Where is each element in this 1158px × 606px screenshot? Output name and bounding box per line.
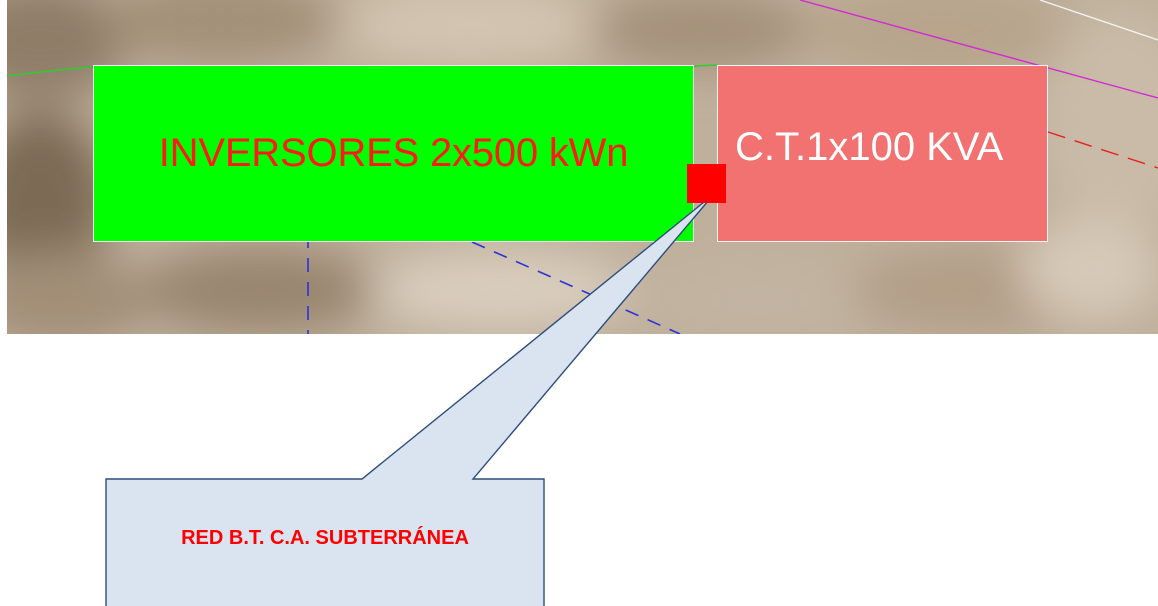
green-line: [7, 66, 94, 77]
white-line: [1039, 0, 1158, 41]
callout-text: RED B.T. C.A. SUBTERRÁNEA: [181, 527, 469, 549]
inverter-box: INVERSORES 2x500 kWn: [93, 65, 694, 242]
transformer-center-label: C.T.1x100 KVA: [735, 125, 1004, 169]
red-dashed-line: [1047, 131, 1158, 169]
inverter-label: INVERSORES 2x500 kWn: [158, 131, 629, 175]
red-marker: [687, 164, 726, 203]
blue-dashed-line-diagonal: [471, 241, 681, 334]
transformer-center-box: C.T.1x100 KVA: [717, 65, 1048, 242]
magenta-line: [799, 0, 1158, 99]
